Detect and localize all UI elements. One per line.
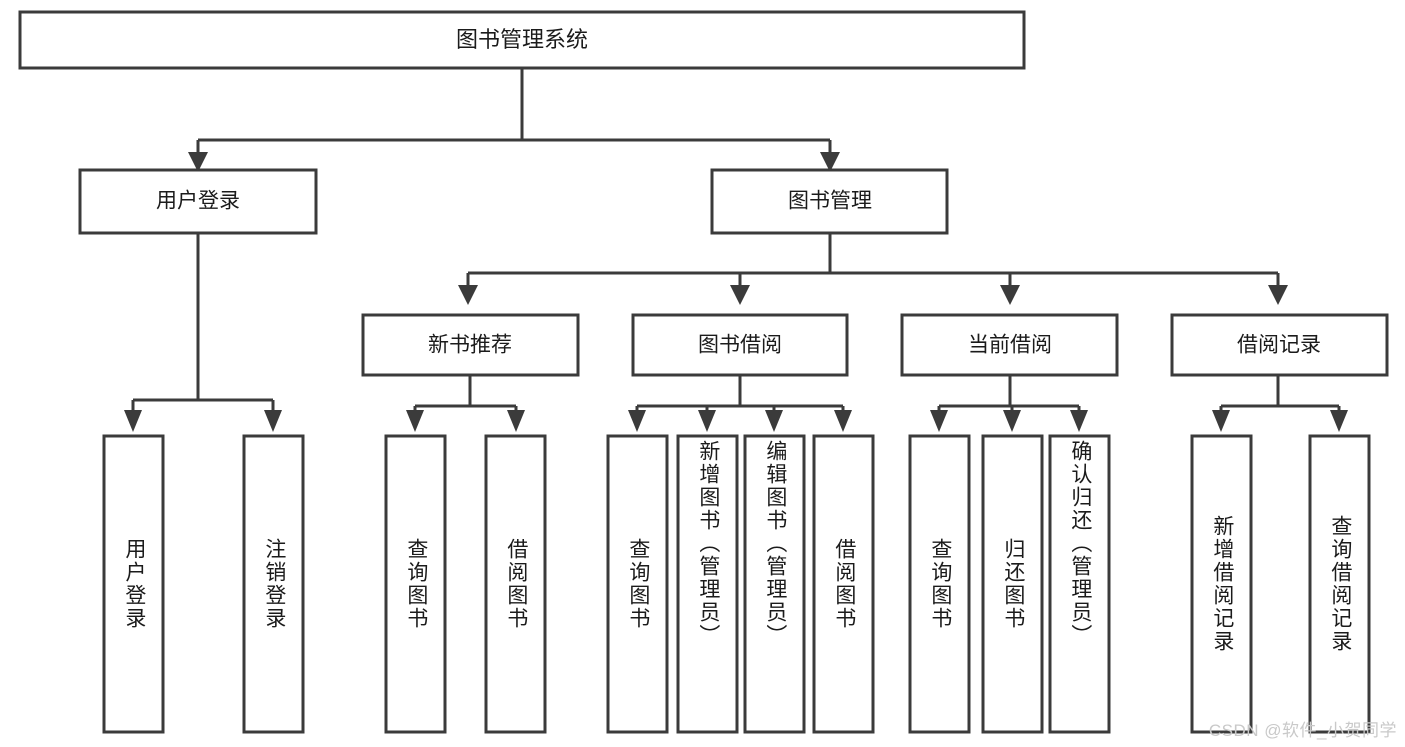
arrowhead-to-current-borrow	[1000, 285, 1020, 305]
node-root[interactable]: 图书管理系统	[18, 10, 1026, 70]
leaf-box-logout[interactable]	[242, 434, 305, 734]
node-current-borrow-label: 当前借阅	[968, 334, 1052, 357]
arrowhead-leaf-query-record	[1330, 410, 1348, 432]
connector-root-trunk	[196, 68, 832, 158]
arrowhead-leaf-query-book-3	[930, 410, 948, 432]
node-current-borrow[interactable]: 当前借阅	[900, 313, 1119, 377]
arrowhead-leaf-add-book	[698, 410, 716, 432]
arrowhead-leaf-borrow-book-1	[507, 410, 525, 432]
node-book-borrow[interactable]: 图书借阅	[631, 313, 849, 377]
node-root-box[interactable]	[18, 10, 1026, 70]
leaf-box-add-record[interactable]	[1190, 434, 1253, 734]
csdn-watermark: CSDN @软件_小贺同学	[1208, 721, 1397, 740]
node-book-borrow-label: 图书借阅	[698, 334, 782, 357]
arrowhead-to-borrow-record	[1268, 285, 1288, 305]
leaf-box-query-book-2[interactable]	[606, 434, 669, 734]
arrowhead-leaf-logout	[264, 410, 282, 432]
node-current-borrow-box[interactable]	[900, 313, 1119, 377]
node-root-label: 图书管理系统	[456, 27, 588, 52]
arrowhead-leaf-return-book	[1003, 410, 1021, 432]
leaf-box-add-book[interactable]	[676, 434, 739, 734]
connector-book-borrow-trunk	[635, 375, 845, 414]
connector-layer	[124, 68, 1348, 432]
node-new-book-recommend[interactable]: 新书推荐	[361, 313, 580, 377]
leaf-box-return-book[interactable]	[981, 434, 1044, 734]
arrowhead-leaf-query-book-1	[406, 410, 424, 432]
connector-book-manage-trunk	[466, 233, 1280, 291]
leaf-box-query-book-1[interactable]	[384, 434, 447, 734]
leaf-box-borrow-book-1[interactable]	[484, 434, 547, 734]
arrowhead-leaf-query-book-2	[628, 410, 646, 432]
node-borrow-record[interactable]: 借阅记录	[1170, 313, 1389, 377]
node-user-login-label: 用户登录	[156, 190, 240, 213]
arrowhead-to-book-borrow	[730, 285, 750, 305]
arrowhead-to-user-login	[188, 152, 208, 172]
node-borrow-record-box[interactable]	[1170, 313, 1389, 377]
node-new-book-recommend-box[interactable]	[361, 313, 580, 377]
connector-new-book-rec-trunk	[413, 375, 518, 414]
arrowhead-leaf-add-record	[1212, 410, 1230, 432]
arrowhead-leaf-confirm-return	[1070, 410, 1088, 432]
node-user-login[interactable]: 用户登录	[78, 168, 318, 235]
leaf-box-query-book-3[interactable]	[908, 434, 971, 734]
leaf-box-user-login[interactable]	[102, 434, 165, 734]
connector-borrow-record-trunk	[1219, 375, 1341, 414]
arrowhead-leaf-user-login	[124, 410, 142, 432]
node-user-login-box[interactable]	[78, 168, 318, 235]
leaf-box-confirm-return[interactable]	[1048, 434, 1111, 734]
node-new-book-recommend-label: 新书推荐	[428, 334, 512, 357]
arrowhead-to-new-book-rec	[458, 285, 478, 305]
node-book-management-label: 图书管理	[788, 190, 872, 213]
leaf-box-borrow-book-2[interactable]	[812, 434, 875, 734]
leaf-box-edit-book[interactable]	[743, 434, 806, 734]
connector-user-login-trunk	[131, 233, 275, 414]
arrowhead-leaf-borrow-book-2	[834, 410, 852, 432]
connector-current-borrow-trunk	[937, 375, 1081, 414]
leaf-box-query-record[interactable]	[1308, 434, 1371, 734]
arrowhead-to-book-manage	[820, 152, 840, 172]
arrowhead-leaf-edit-book	[765, 410, 783, 432]
node-book-management[interactable]: 图书管理	[710, 168, 949, 235]
node-book-management-box[interactable]	[710, 168, 949, 235]
node-borrow-record-label: 借阅记录	[1237, 334, 1321, 357]
leaf-box-layer	[102, 434, 1371, 734]
node-book-borrow-box[interactable]	[631, 313, 849, 377]
